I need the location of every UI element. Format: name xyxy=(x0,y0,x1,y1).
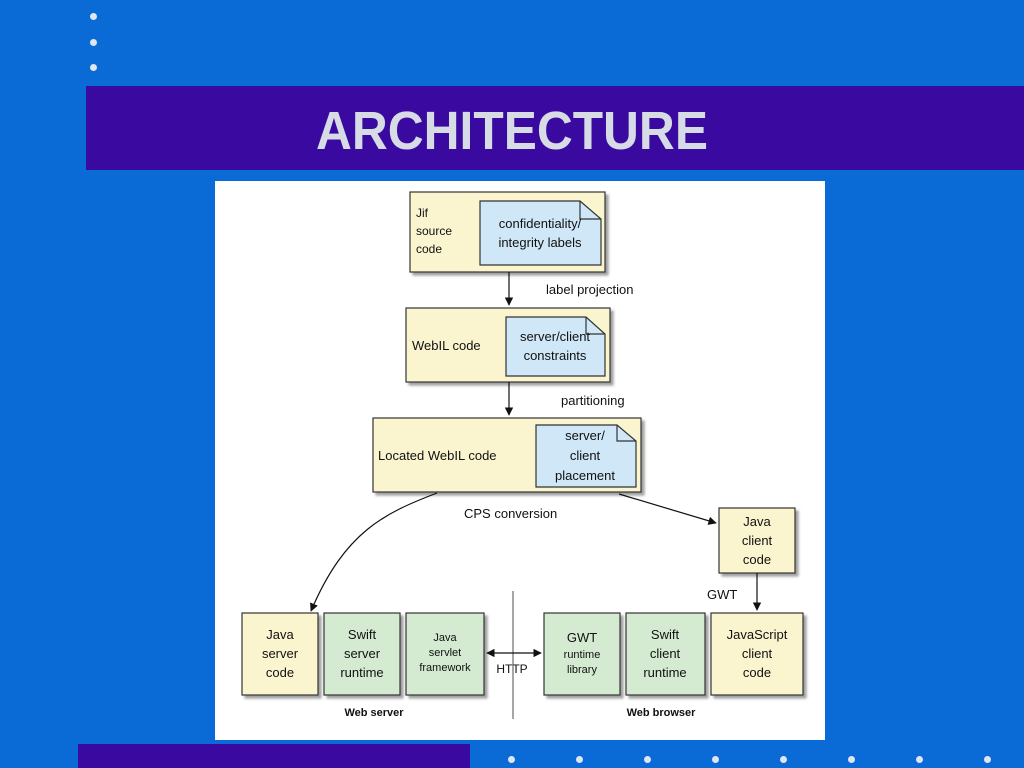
swift-client-line: client xyxy=(650,646,681,661)
java-client-line: client xyxy=(742,533,773,548)
architecture-diagram: Jif source code confidentiality/ integri… xyxy=(215,181,825,740)
swift-server-line: server xyxy=(344,646,381,661)
partitioning-label: partitioning xyxy=(561,393,625,408)
page-title: ARCHITECTURE xyxy=(316,101,708,161)
swift-client-runtime-box: Swift client runtime xyxy=(625,612,706,696)
conf-labels-line: confidentiality/ xyxy=(499,216,582,231)
javascript-client-code-box: JavaScript client code xyxy=(710,612,804,696)
gwt-label: GWT xyxy=(707,587,737,602)
servlet-line: servlet xyxy=(429,647,461,659)
placement-line: placement xyxy=(555,468,615,483)
decor-dot xyxy=(848,756,855,763)
swift-server-line: Swift xyxy=(348,627,377,642)
java-client-line: Java xyxy=(743,514,771,529)
jif-source-line: Jif xyxy=(416,206,429,220)
constraints-line: constraints xyxy=(524,348,587,363)
label-projection-label: label projection xyxy=(546,282,633,297)
bottom-band xyxy=(78,744,470,768)
servlet-line: framework xyxy=(419,662,471,674)
decor-dot xyxy=(90,39,97,46)
decor-dot xyxy=(508,756,515,763)
javascript-client-line: code xyxy=(743,665,771,680)
placement-line: client xyxy=(570,448,601,463)
diagram-svg: Jif source code confidentiality/ integri… xyxy=(241,191,804,719)
java-server-line: server xyxy=(262,646,299,661)
decor-dot xyxy=(90,64,97,71)
decor-dot xyxy=(984,756,991,763)
placement-note: server/ client placement xyxy=(535,424,637,488)
decor-dot xyxy=(916,756,923,763)
decor-dot xyxy=(780,756,787,763)
gwt-runtime-line: GWT xyxy=(567,630,597,645)
web-browser-label: Web browser xyxy=(627,707,697,719)
jif-source-line: source xyxy=(416,224,452,238)
decor-dot xyxy=(644,756,651,763)
swift-client-line: runtime xyxy=(643,665,686,680)
java-client-code-box: Java client code xyxy=(718,507,796,574)
java-servlet-framework-box: Java servlet framework xyxy=(405,612,485,696)
conf-labels-note: confidentiality/ integrity labels xyxy=(479,200,602,266)
servlet-line: Java xyxy=(433,632,457,644)
conf-labels-line: integrity labels xyxy=(498,235,582,250)
java-client-line: code xyxy=(743,552,771,567)
constraints-line: server/client xyxy=(520,329,590,344)
decor-dot xyxy=(712,756,719,763)
web-server-label: Web server xyxy=(344,707,404,719)
title-band xyxy=(86,86,1024,170)
located-webil-label: Located WebIL code xyxy=(378,448,497,463)
http-label: HTTP xyxy=(496,662,527,676)
cps-to-server-arrow xyxy=(310,492,438,612)
jif-source-line: code xyxy=(416,242,442,256)
swift-server-runtime-box: Swift server runtime xyxy=(323,612,401,696)
javascript-client-line: client xyxy=(742,646,773,661)
javascript-client-line: JavaScript xyxy=(727,627,788,642)
gwt-runtime-line: runtime xyxy=(564,649,601,661)
java-server-line: code xyxy=(266,665,294,680)
gwt-runtime-line: library xyxy=(567,664,597,676)
cps-conversion-label: CPS conversion xyxy=(464,506,557,521)
decor-dot xyxy=(576,756,583,763)
swift-client-line: Swift xyxy=(651,627,680,642)
java-server-code-box: Java server code xyxy=(241,612,319,696)
swift-server-line: runtime xyxy=(340,665,383,680)
webil-label: WebIL code xyxy=(412,338,481,353)
decor-dot xyxy=(90,13,97,20)
cps-to-client-arrow xyxy=(618,493,717,525)
java-server-line: Java xyxy=(266,627,294,642)
gwt-runtime-library-box: GWT runtime library xyxy=(543,612,621,696)
server-client-constraints-note: server/client constraints xyxy=(505,316,606,377)
placement-line: server/ xyxy=(565,428,605,443)
